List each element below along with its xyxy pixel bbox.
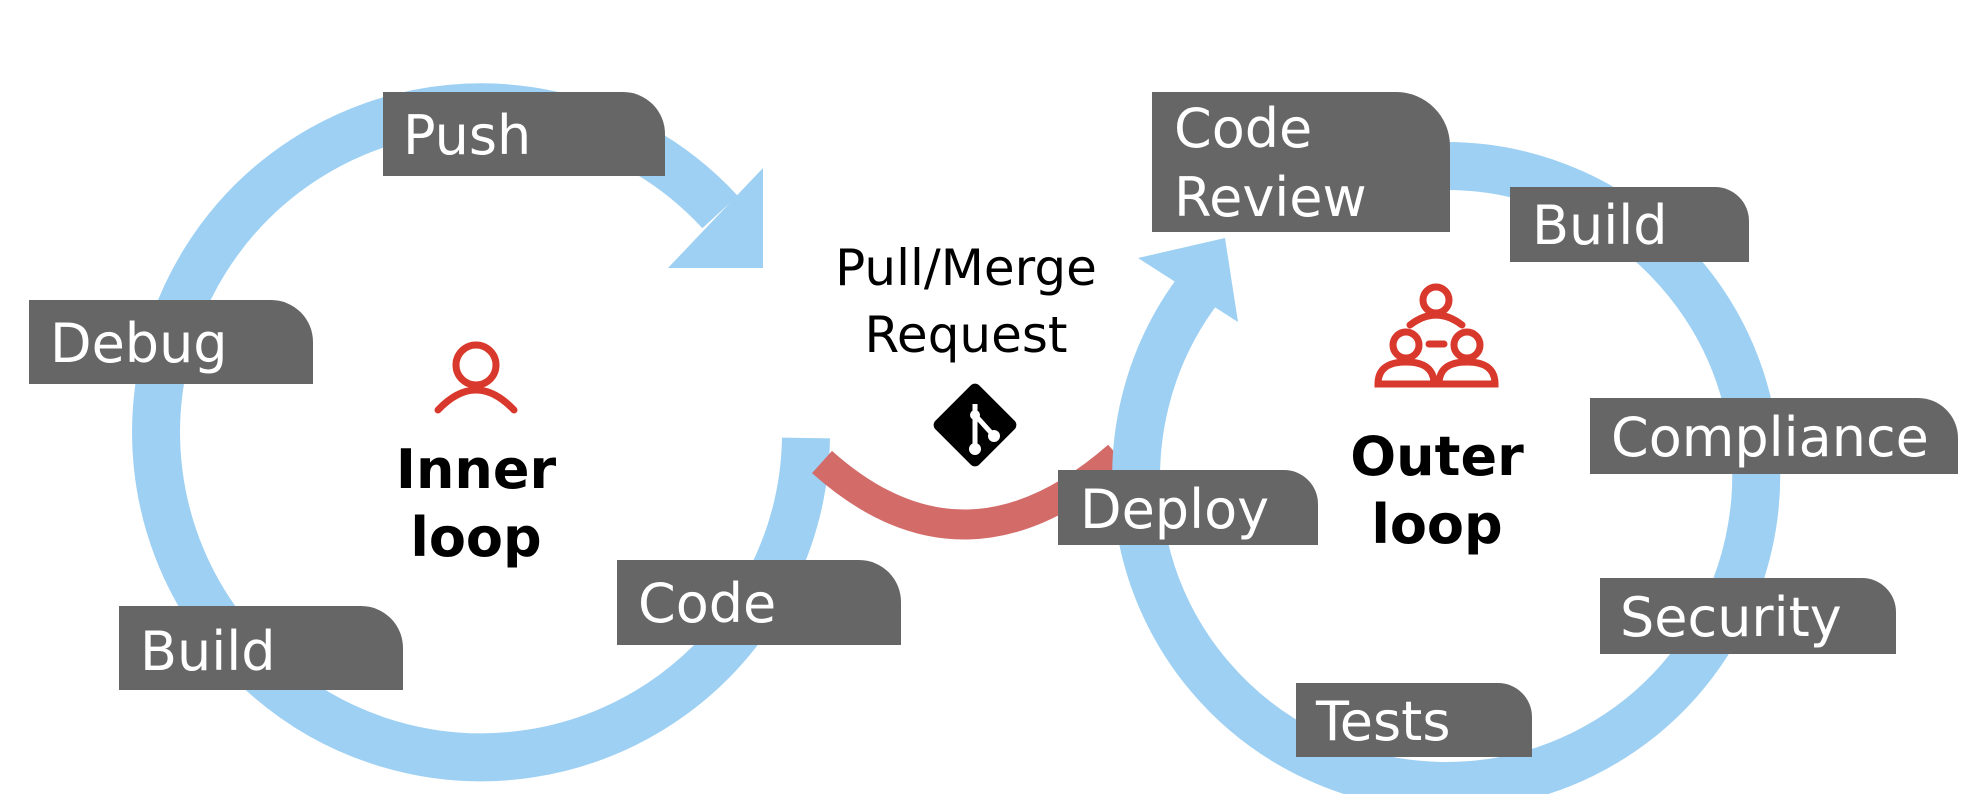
tag-build-outer-label: Build — [1532, 194, 1668, 257]
inner-loop-title-line1: Inner — [396, 438, 557, 501]
tag-code-review-line1: Code — [1174, 97, 1312, 160]
inner-loop-title-line2: loop — [410, 506, 541, 569]
tag-build-inner-label: Build — [140, 620, 276, 683]
tag-build-outer: Build — [1510, 187, 1749, 262]
outer-loop-title-line2: loop — [1371, 493, 1502, 556]
pull-merge-request-line2: Request — [864, 306, 1067, 364]
tag-debug-label: Debug — [50, 312, 228, 375]
person-icon — [434, 341, 518, 414]
tag-push-label: Push — [403, 104, 531, 167]
pull-merge-request-line1: Pull/Merge — [835, 239, 1097, 297]
team-icon — [1374, 283, 1499, 388]
tag-push: Push — [383, 92, 665, 176]
tag-code: Code — [617, 560, 901, 645]
tag-security: Security — [1600, 578, 1896, 654]
inner-loop-arrowhead — [668, 168, 763, 268]
tag-deploy-label: Deploy — [1080, 478, 1269, 541]
tag-compliance-label: Compliance — [1611, 406, 1929, 469]
tag-deploy: Deploy — [1058, 470, 1318, 545]
tag-code-review-line2: Review — [1174, 166, 1367, 229]
outer-loop-title-line1: Outer — [1350, 425, 1524, 488]
tag-security-label: Security — [1620, 586, 1842, 649]
tag-code-label: Code — [638, 572, 776, 635]
tag-compliance: Compliance — [1590, 398, 1958, 474]
tag-build-inner: Build — [119, 606, 403, 690]
outer-loop-arrowhead — [1138, 238, 1238, 322]
tag-tests-label: Tests — [1315, 690, 1450, 753]
tag-debug: Debug — [29, 300, 313, 384]
tag-code-review: Code Review — [1152, 92, 1450, 232]
git-merge-icon — [933, 383, 1017, 467]
tag-tests: Tests — [1296, 683, 1532, 757]
